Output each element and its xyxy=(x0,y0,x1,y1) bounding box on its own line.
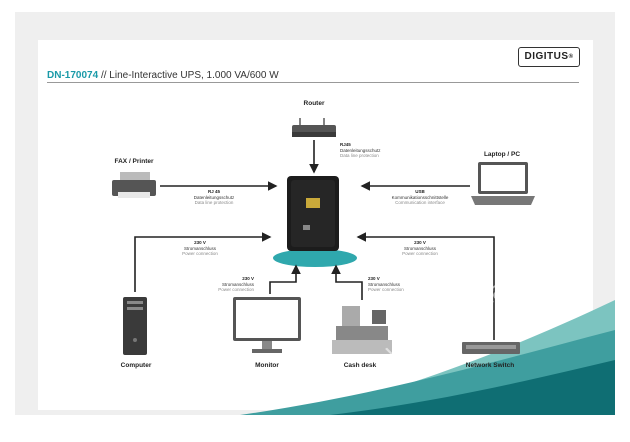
printer-icon xyxy=(112,172,156,198)
network-switch-label: Network Switch xyxy=(465,362,515,369)
laptop-icon xyxy=(471,162,535,205)
cashdesk-connection-note: 230 V Stromanschluss Power connection xyxy=(368,276,404,292)
network-switch-icon xyxy=(462,342,520,354)
monitor-connection-note: 230 V Stromanschluss Power connection xyxy=(218,276,254,292)
computer-connection-note: 230 V Stromanschluss Power connection xyxy=(182,240,218,256)
monitor-arrow xyxy=(269,264,301,294)
title-separator: // xyxy=(100,70,107,81)
page-title: DN-170074 // Line-Interactive UPS, 1.000… xyxy=(47,70,279,81)
laptop-label: Laptop / PC xyxy=(483,151,521,158)
fax-printer-label: FAX / Printer xyxy=(114,158,154,165)
computer-tower-icon xyxy=(123,297,147,355)
monitor-label: Monitor xyxy=(255,362,279,369)
title-rule xyxy=(47,82,579,83)
cash-desk-label: Cash desk xyxy=(343,362,377,369)
computer-arrow xyxy=(134,232,272,292)
computer-label: Computer xyxy=(120,362,152,369)
ups-unit xyxy=(273,176,357,267)
router-connection-note: RJ45 Datenleitungsschutz Data line prote… xyxy=(340,142,381,158)
cash-desk-icon xyxy=(332,306,392,354)
switch-connection-note: 230 V Stromanschluss Power connection xyxy=(402,240,438,256)
laptop-connection-note: USB Kommunikationsschnittstelle Communic… xyxy=(391,189,449,205)
router-label: Router xyxy=(303,100,325,107)
model-number: DN-170074 xyxy=(47,70,99,81)
digitus-logo: DIGITUS® xyxy=(518,47,580,67)
monitor-icon xyxy=(233,297,301,353)
switch-arrow xyxy=(356,232,495,340)
router-icon xyxy=(292,118,336,137)
fax-connection-note: RJ 45 Datenleitungsschutz Data line prot… xyxy=(193,189,235,205)
cashdesk-arrow xyxy=(331,264,363,300)
product-description: Line-Interactive UPS, 1.000 VA/600 W xyxy=(109,70,279,81)
